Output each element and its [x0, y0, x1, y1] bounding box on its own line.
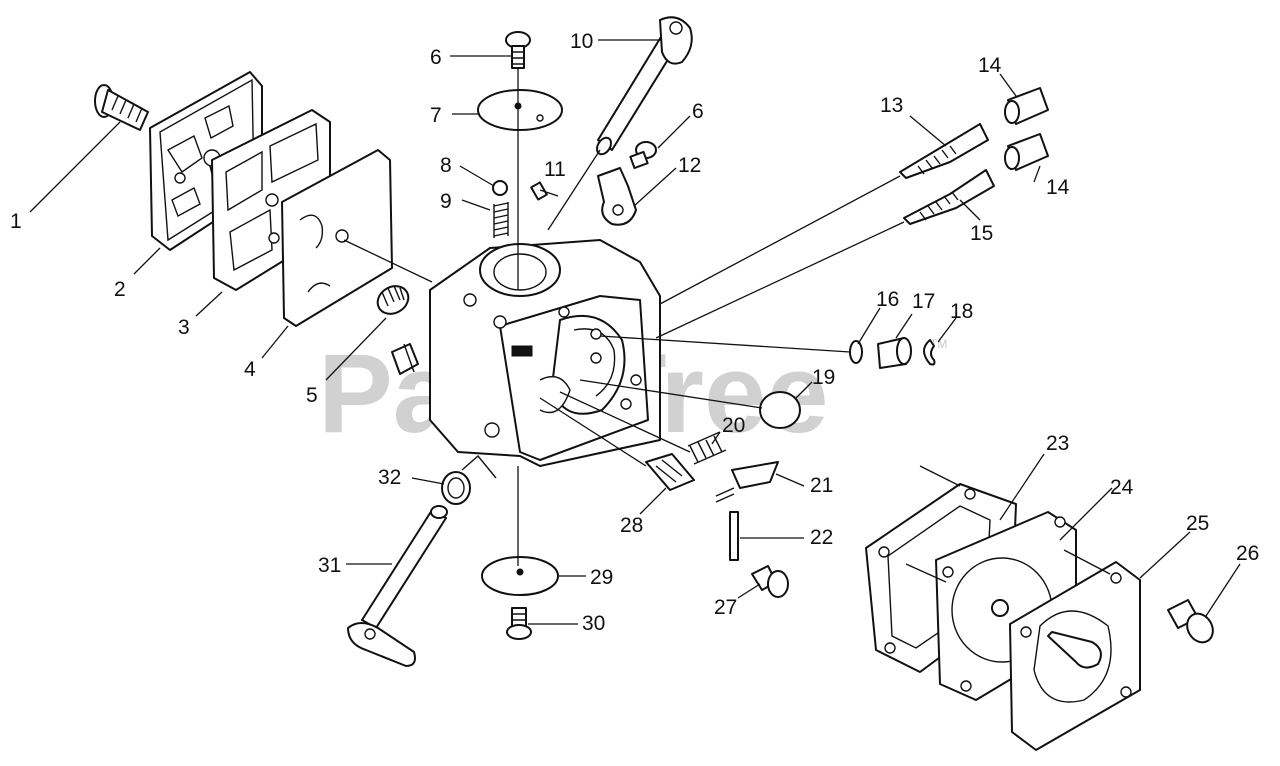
callout-6b: 6	[692, 100, 704, 123]
part-15-needle	[903, 169, 995, 225]
part-29-choke-plate	[481, 556, 559, 596]
callout-29: 29	[590, 566, 613, 589]
callout-11: 11	[544, 158, 566, 181]
callout-labels: 1 2 3 4 5 6 6 7 8 9 10 11 12 13 14 14 15…	[10, 30, 1259, 635]
part-5-adjust-screw	[376, 285, 419, 375]
callout-28: 28	[620, 514, 643, 537]
part-25-cover	[1009, 561, 1141, 751]
callout-14b: 14	[1046, 176, 1070, 199]
callout-4: 4	[244, 358, 256, 381]
callout-24: 24	[1110, 476, 1134, 499]
callout-22: 22	[810, 526, 833, 549]
part-11-pin	[530, 181, 548, 201]
part-31-choke-shaft	[347, 505, 448, 667]
part-14-cap-top	[1004, 87, 1049, 125]
part-22-pin	[729, 511, 739, 561]
callout-7: 7	[430, 104, 442, 127]
callout-30: 30	[582, 612, 605, 635]
part-7-throttle-plate	[477, 89, 563, 131]
watermark-trademark: TM	[930, 337, 947, 351]
part-8-ball	[492, 180, 508, 196]
callout-6a: 6	[430, 46, 442, 69]
part-17-bushing	[877, 337, 912, 369]
part-32-spring	[441, 454, 497, 505]
callout-13: 13	[880, 94, 903, 117]
part-1-screw	[94, 84, 149, 131]
callout-8: 8	[440, 154, 452, 177]
callout-31: 31	[318, 554, 341, 577]
callout-3: 3	[178, 316, 190, 339]
callout-9: 9	[440, 190, 452, 213]
part-4-diaphragm	[281, 149, 393, 327]
part-9-spring	[493, 202, 509, 238]
callout-18: 18	[950, 300, 973, 323]
callout-32: 32	[378, 466, 401, 489]
part-6-screw-second	[629, 141, 657, 170]
part-12-lever	[597, 167, 637, 226]
part-16-o-ring	[849, 340, 863, 364]
part-18-clip	[923, 339, 936, 366]
part-19-plug	[759, 391, 801, 429]
part-27-screw	[751, 565, 789, 598]
part-6-screw-top	[505, 31, 531, 69]
carburetor-body	[429, 239, 661, 467]
part-14-cap-bottom	[1004, 133, 1049, 171]
callout-1: 1	[10, 210, 22, 233]
callout-17: 17	[912, 290, 935, 313]
part-20-spring	[687, 431, 727, 465]
part-28-inlet-needle	[645, 453, 695, 491]
callout-16: 16	[876, 288, 899, 311]
part-30-screw	[506, 607, 532, 640]
callout-26: 26	[1236, 542, 1259, 565]
part-13-needle	[899, 123, 989, 179]
callout-10: 10	[570, 30, 593, 53]
part-21-lever	[715, 461, 779, 503]
part-26-screw	[1167, 599, 1214, 644]
leader-lines	[29, 39, 1241, 625]
callout-15: 15	[970, 222, 993, 245]
part-10-throttle-shaft	[596, 16, 693, 156]
callout-2: 2	[114, 278, 126, 301]
callout-21: 21	[810, 474, 833, 497]
callout-19: 19	[812, 366, 835, 389]
callout-27: 27	[714, 596, 737, 619]
callout-25: 25	[1186, 512, 1209, 535]
callout-5: 5	[306, 384, 318, 407]
callout-23: 23	[1046, 432, 1069, 455]
callout-20: 20	[722, 414, 745, 437]
callout-14a: 14	[978, 54, 1002, 77]
callout-12: 12	[678, 154, 701, 177]
